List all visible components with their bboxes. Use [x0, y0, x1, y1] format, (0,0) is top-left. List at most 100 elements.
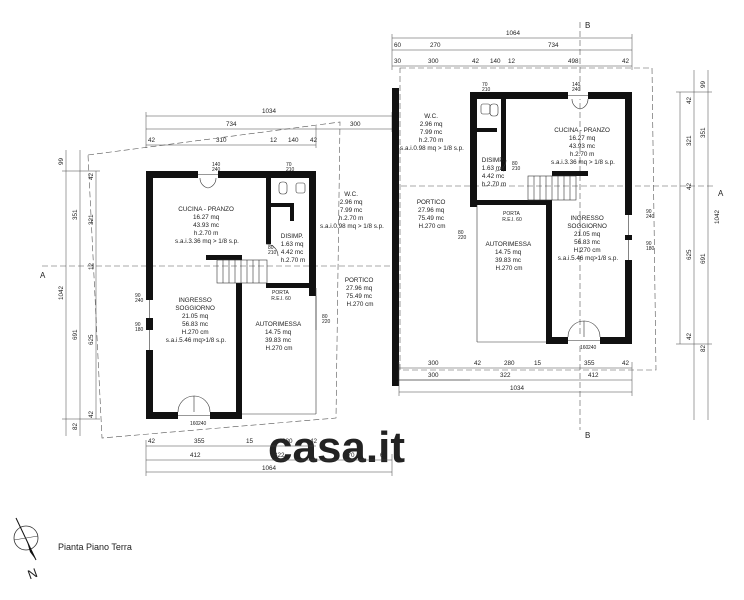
svg-text:60: 60: [394, 42, 402, 49]
svg-text:210: 210: [482, 87, 491, 93]
svg-text:42: 42: [88, 410, 95, 418]
svg-text:42: 42: [310, 137, 318, 144]
right-fire-door-label: PORTA R.E.I. 60: [502, 211, 522, 223]
svg-text:691: 691: [72, 329, 79, 340]
svg-text:42: 42: [148, 438, 156, 445]
svg-text:322: 322: [274, 452, 285, 459]
svg-text:160: 160: [190, 421, 199, 427]
right-kitchen-label: CUCINA - PRANZO 16.27 mq 43.93 mc h.2.70…: [551, 127, 615, 166]
section-a-label-right: A: [718, 189, 724, 198]
left-living-label: INGRESSO SOGGIORNO 21.05 mq 56.83 mc H.2…: [166, 297, 227, 344]
section-b-label-top: B: [585, 21, 590, 30]
svg-text:322: 322: [500, 372, 511, 379]
svg-text:160: 160: [580, 345, 589, 351]
svg-text:70: 70: [286, 162, 292, 168]
svg-text:80: 80: [268, 245, 274, 251]
svg-text:82: 82: [700, 344, 707, 352]
svg-text:270: 270: [344, 452, 355, 459]
svg-text:15: 15: [246, 438, 254, 445]
section-b-label-bottom: B: [585, 431, 590, 440]
right-hall-label: DISIMP. 1.63 mq 4.42 mc h.2.70 m: [482, 157, 507, 188]
svg-text:90: 90: [135, 322, 141, 328]
plan-caption: Pianta Piano Terra: [58, 542, 132, 552]
svg-text:140: 140: [212, 162, 221, 168]
svg-text:351: 351: [700, 127, 707, 138]
watermark-text: casa.it: [268, 423, 405, 472]
svg-text:90: 90: [135, 293, 141, 299]
right-living-label: INGRESSO SOGGIORNO 21.05 mq 56.83 mc H.2…: [558, 215, 619, 262]
svg-text:1042: 1042: [58, 285, 65, 300]
left-bottom-dimensions: 42 355 15 280 42 412 322 270 60 1064: [145, 438, 393, 476]
left-side-dimensions: 99 351 321 42 12 1042 691 625 82 42: [58, 150, 100, 436]
svg-text:15: 15: [534, 360, 542, 367]
svg-text:90: 90: [646, 209, 652, 215]
svg-text:42: 42: [474, 360, 482, 367]
svg-text:1064: 1064: [262, 465, 277, 472]
svg-text:220: 220: [322, 319, 331, 325]
svg-text:99: 99: [700, 80, 707, 88]
svg-text:1034: 1034: [510, 385, 525, 392]
left-top-dimensions: 1034 734 300 42 310 12 140 42: [145, 108, 393, 148]
svg-text:240: 240: [572, 87, 581, 93]
svg-text:625: 625: [686, 249, 693, 260]
svg-text:80: 80: [458, 230, 464, 236]
svg-text:42: 42: [686, 182, 693, 190]
right-portico-label: PORTICO 27.96 mq 75.49 mc H.270 cm: [417, 199, 447, 230]
svg-text:140: 140: [288, 137, 299, 144]
svg-text:412: 412: [588, 372, 599, 379]
left-garage-label: AUTORIMESSA 14.75 mq 39.83 mc H.270 cm: [255, 321, 302, 352]
svg-text:220: 220: [458, 235, 467, 241]
svg-text:82: 82: [72, 422, 79, 430]
svg-text:12: 12: [508, 58, 516, 65]
svg-text:42: 42: [622, 360, 630, 367]
left-kitchen-label: CUCINA - PRANZO 16.27 mq 43.93 mc h.2.70…: [175, 206, 239, 245]
right-unit-plan: CUCINA - PRANZO 16.27 mq 43.93 mc h.2.70…: [391, 30, 721, 420]
svg-text:140: 140: [572, 82, 581, 88]
left-portico-label: PORTICO 27.96 mq 75.49 mc H.270 cm: [345, 277, 375, 308]
svg-text:300: 300: [428, 372, 439, 379]
north-label: N: [26, 565, 40, 582]
right-opening-labels: 140 240 70 210 80 210 90 240 90 180 80 2…: [458, 82, 655, 351]
left-hall-label: DISIMP. 1.63 mq 4.42 mc h.2.70 m: [281, 233, 306, 264]
svg-text:240: 240: [135, 298, 144, 304]
svg-text:498: 498: [568, 58, 579, 65]
svg-text:140: 140: [490, 58, 501, 65]
svg-text:60: 60: [380, 452, 388, 459]
svg-text:70: 70: [482, 82, 488, 88]
svg-text:240: 240: [588, 345, 597, 351]
left-unit-plan: CUCINA - PRANZO 16.27 mq 43.93 mc h.2.70…: [58, 108, 393, 476]
svg-text:280: 280: [282, 438, 293, 445]
svg-text:734: 734: [226, 121, 237, 128]
svg-text:180: 180: [135, 327, 144, 333]
svg-text:1042: 1042: [714, 209, 721, 224]
svg-text:355: 355: [584, 360, 595, 367]
svg-text:412: 412: [190, 452, 201, 459]
north-arrow: N: [13, 517, 40, 582]
svg-text:1064: 1064: [506, 30, 521, 37]
svg-text:280: 280: [504, 360, 515, 367]
svg-text:12: 12: [270, 137, 278, 144]
svg-text:300: 300: [428, 360, 439, 367]
svg-text:90: 90: [646, 241, 652, 247]
svg-text:42: 42: [686, 96, 693, 104]
svg-text:210: 210: [512, 166, 521, 172]
svg-text:42: 42: [310, 438, 318, 445]
section-a-label-left: A: [40, 271, 46, 280]
right-garage-label: AUTORIMESSA 14.75 mq 39.83 mc H.270 cm: [485, 241, 532, 272]
svg-text:210: 210: [268, 250, 277, 256]
left-opening-labels: 140 240 70 210 80 210 90 240 90 180 80 2…: [135, 162, 331, 427]
svg-text:42: 42: [88, 172, 95, 180]
svg-text:321: 321: [686, 135, 693, 146]
svg-text:42: 42: [622, 58, 630, 65]
svg-text:734: 734: [548, 42, 559, 49]
right-top-dimensions: 1064 60 270 734 30 300 42 140 12 498 42: [391, 30, 633, 70]
svg-text:270: 270: [430, 42, 441, 49]
svg-text:42: 42: [686, 332, 693, 340]
right-bottom-dimensions: 300 42 280 15 355 42 300 322 412 1034: [398, 360, 633, 396]
svg-text:300: 300: [428, 58, 439, 65]
svg-text:42: 42: [148, 137, 156, 144]
svg-text:180: 180: [646, 246, 655, 252]
svg-text:80: 80: [322, 314, 328, 320]
svg-text:12: 12: [88, 262, 95, 270]
